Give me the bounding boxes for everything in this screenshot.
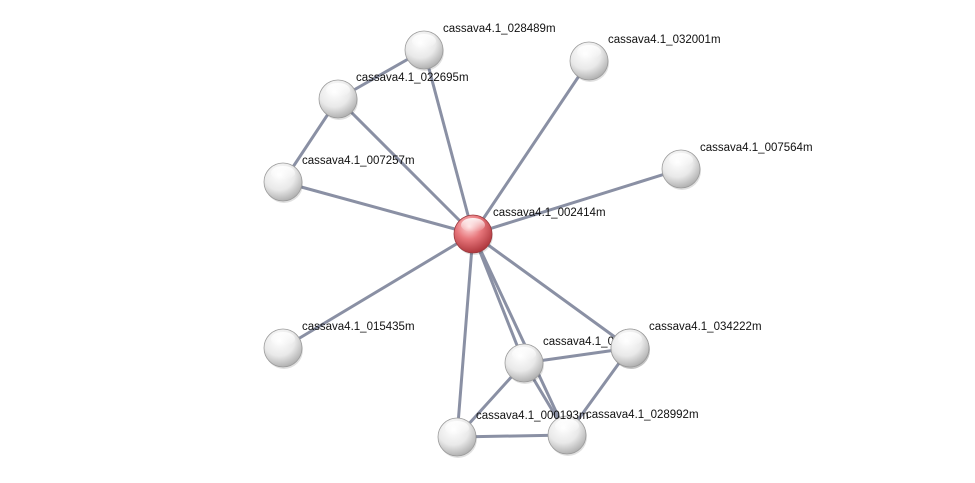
- node-label-007257: cassava4.1_007257m: [302, 155, 415, 167]
- node-002414[interactable]: [453, 214, 493, 255]
- edge-002414-000193: [455, 232, 475, 439]
- edge-002414-007257: [281, 180, 475, 236]
- edge-002414-022695: [336, 97, 475, 236]
- node-label-034222: cassava4.1_034222m: [649, 321, 762, 333]
- node-032001[interactable]: [569, 41, 609, 82]
- node-label-hidden: cassava4.1_0: [543, 336, 614, 348]
- node-label-028992: cassava4.1_028992m: [586, 409, 699, 421]
- node-label-007564: cassava4.1_007564m: [700, 142, 813, 154]
- node-022695[interactable]: [318, 79, 358, 120]
- label-layer: cassava4.1_002414m cassava4.1_028489mcass…: [302, 23, 813, 422]
- edge-002414-015435: [281, 232, 475, 350]
- node-028489[interactable]: [404, 30, 444, 71]
- node-layer: [263, 30, 701, 458]
- edge-002414-032001: [471, 59, 591, 236]
- edge-002414-028992: [471, 232, 569, 437]
- node-007257[interactable]: [263, 162, 303, 203]
- node-label-000193: cassava4.1_000193m: [476, 410, 589, 422]
- node-015435[interactable]: [263, 328, 303, 369]
- node-label-015435: cassava4.1_015435m: [302, 321, 415, 333]
- node-label-022695: cassava4.1_022695m: [356, 72, 469, 84]
- node-hidden[interactable]: [504, 343, 544, 384]
- node-000193[interactable]: [437, 417, 477, 458]
- edge-002414-028489: [422, 48, 475, 236]
- node-007564[interactable]: [661, 149, 701, 190]
- node-label-002414: cassava4.1_002414m: [493, 207, 606, 219]
- edge-002414-007564: [471, 167, 683, 236]
- node-034222-overlay: [610, 328, 650, 369]
- node-028992[interactable]: [547, 415, 587, 456]
- node-label-032001: cassava4.1_032001m: [608, 34, 721, 46]
- node-label-028489: cassava4.1_028489m: [443, 23, 556, 35]
- edge-002414-034222: [471, 232, 632, 350]
